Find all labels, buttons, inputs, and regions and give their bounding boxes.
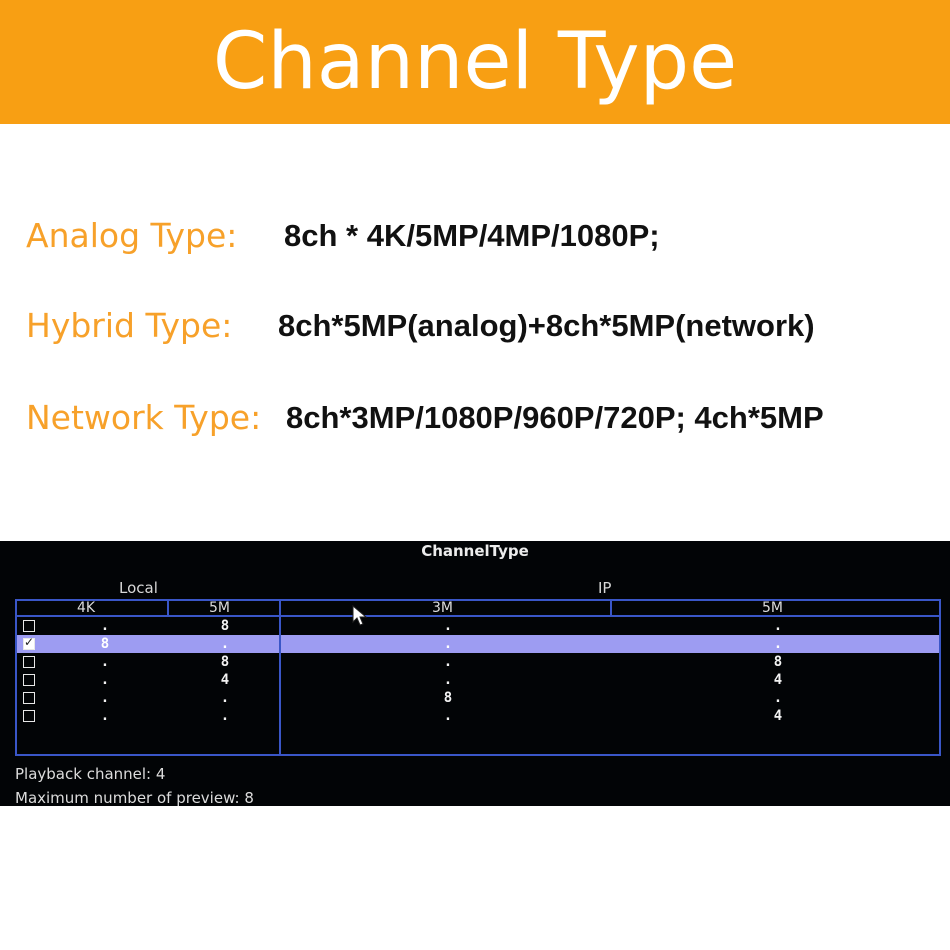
column-header-local-5m: 5M [209, 600, 230, 616]
cell-4k: . [100, 654, 110, 670]
checkbox-icon[interactable] [23, 656, 35, 668]
spec-value: 8ch * 4K/5MP/4MP/1080P; [284, 218, 660, 253]
cell-3m: . [443, 636, 453, 652]
checkbox-icon[interactable] [23, 674, 35, 686]
cell-3m: . [443, 618, 453, 634]
banner: Channel Type [0, 0, 950, 124]
cell-ip-5m: . [773, 690, 783, 706]
cell-4k: . [100, 690, 110, 706]
cell-ip-5m: 4 [773, 708, 783, 724]
checkbox-icon[interactable] [23, 635, 35, 650]
spec-value: 8ch*3MP/1080P/960P/720P; 4ch*5MP [286, 400, 824, 435]
cell-local-5m: 4 [220, 672, 230, 688]
cell-3m: . [443, 672, 453, 688]
page-title: Channel Type [212, 17, 738, 107]
spec-label: Network Type: [26, 398, 262, 437]
cell-local-5m: . [220, 708, 230, 724]
column-divider [610, 601, 612, 615]
cell-3m: . [443, 708, 453, 724]
header-divider [17, 615, 939, 617]
cell-ip-5m: . [773, 636, 783, 652]
spec-label: Analog Type: [26, 216, 238, 255]
cell-ip-5m: 4 [773, 672, 783, 688]
spec-label: Hybrid Type: [26, 306, 233, 345]
group-label-local: Local [119, 579, 158, 597]
column-header-4k: 4K [77, 600, 96, 616]
cell-local-5m: 8 [220, 654, 230, 670]
cell-4k: . [100, 708, 110, 724]
selected-row-highlight [17, 635, 939, 653]
cell-4k: . [100, 672, 110, 688]
mouse-pointer-icon [352, 605, 368, 626]
cell-4k: . [100, 618, 110, 634]
checkbox-icon[interactable] [23, 710, 35, 722]
spec-value: 8ch*5MP(analog)+8ch*5MP(network) [278, 308, 815, 343]
cell-3m: 8 [443, 690, 453, 706]
cell-local-5m: . [220, 690, 230, 706]
playback-channel-text: Playback channel: 4 [15, 765, 166, 783]
dvr-title: ChannelType [421, 542, 529, 560]
max-preview-text: Maximum number of preview: 8 [15, 789, 254, 807]
column-header-3m: 3M [432, 600, 453, 616]
checkbox-icon[interactable] [23, 620, 35, 632]
dvr-channel-type-panel: ChannelType Local IP 4K 5M 3M 5M . 8 . .… [0, 541, 950, 807]
cell-local-5m: 8 [220, 618, 230, 634]
checkbox-icon[interactable] [23, 692, 35, 704]
cell-4k: 8 [100, 636, 110, 652]
cell-ip-5m: 8 [773, 654, 783, 670]
cell-ip-5m: . [773, 618, 783, 634]
channel-type-table: 4K 5M 3M 5M . 8 . . 8 . . . . 8 . 8 [15, 599, 941, 756]
cell-3m: . [443, 654, 453, 670]
column-header-ip-5m: 5M [762, 600, 783, 616]
group-label-ip: IP [598, 579, 612, 597]
group-divider [279, 601, 281, 754]
cell-local-5m: . [220, 636, 230, 652]
column-divider [167, 601, 169, 615]
